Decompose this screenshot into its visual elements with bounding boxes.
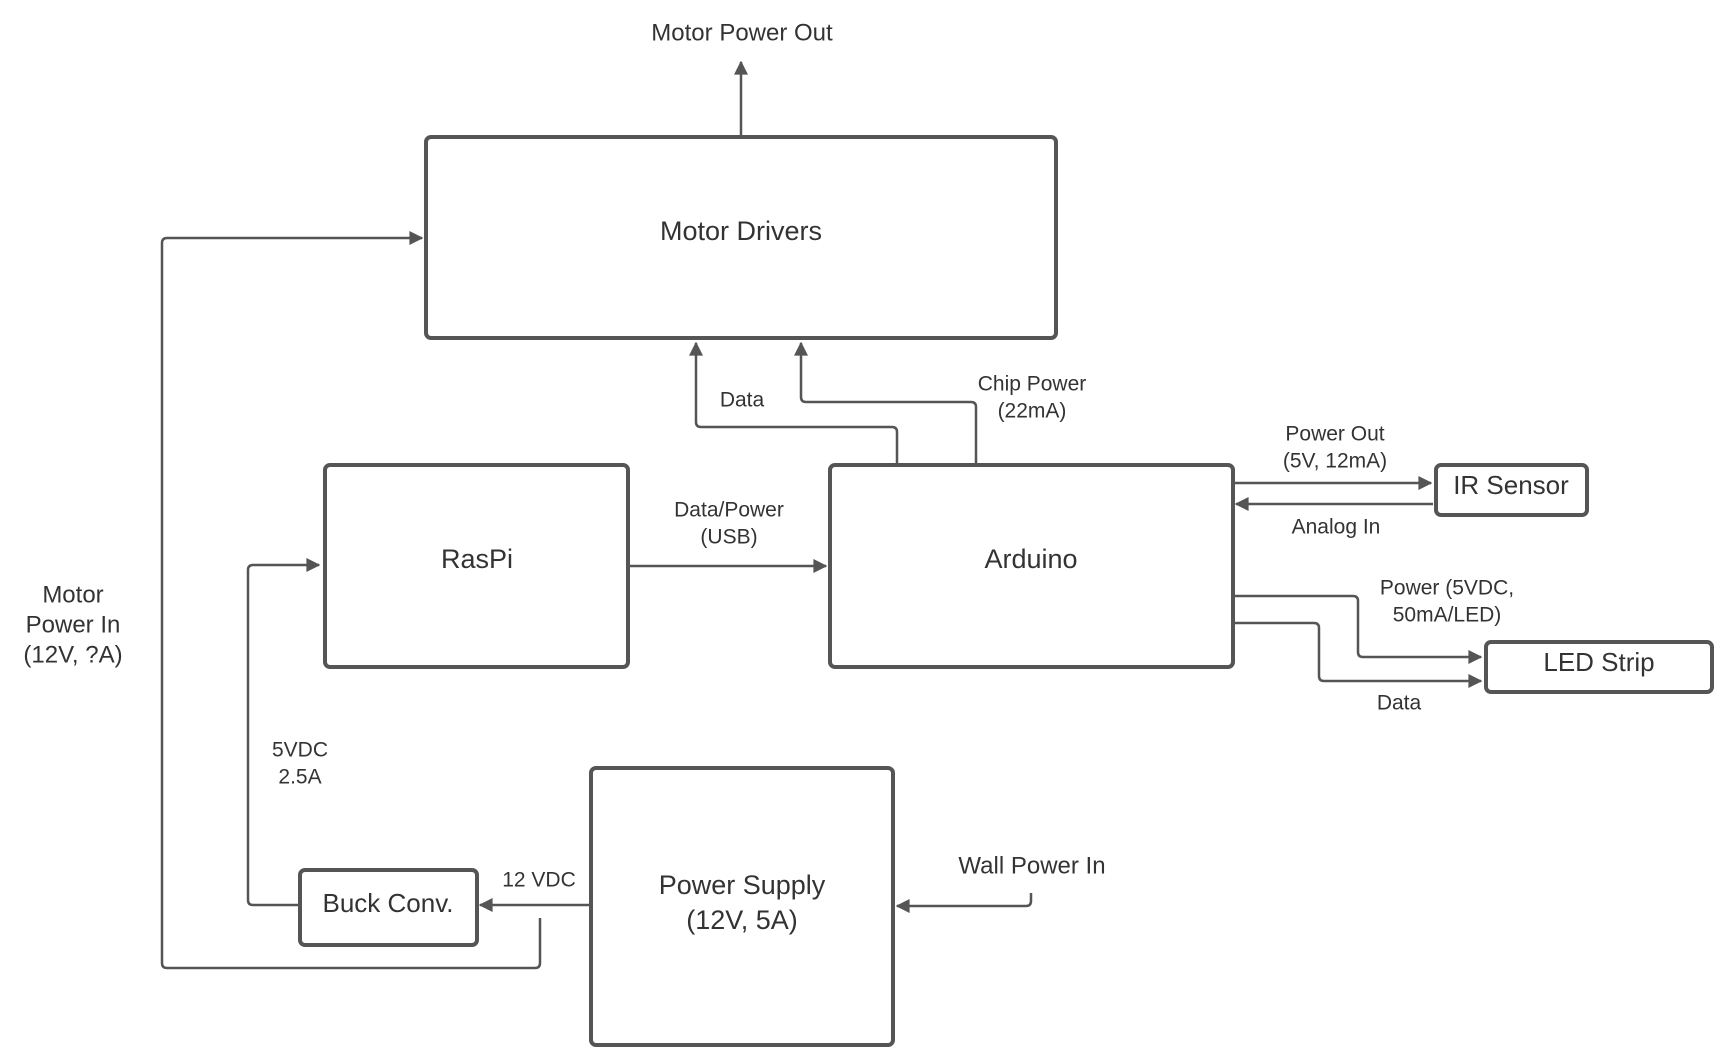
arduino-label: Arduino: [984, 544, 1077, 574]
buck-converter-label: Buck Conv.: [322, 888, 453, 918]
analog-in-label: Analog In: [1292, 516, 1381, 539]
motor-drivers-label: Motor Drivers: [660, 216, 822, 246]
power-out-label: Power Out: [1285, 423, 1384, 446]
motor-power-in-label-line2: Power In: [26, 611, 121, 638]
power-supply-rating: (12V, 5A): [686, 905, 798, 935]
chip-power-label: Chip Power: [978, 373, 1087, 396]
power-supply-label: Power Supply: [659, 870, 826, 900]
led-data-wire: [1234, 621, 1483, 688]
buck-converter-block: Buck Conv.: [298, 868, 479, 947]
wall-power-in-label: Wall Power In: [958, 852, 1105, 879]
motor-power-in-label-line1: Motor: [42, 581, 103, 608]
raspi-block: RasPi: [323, 463, 630, 669]
ir-sensor-label: IR Sensor: [1453, 470, 1569, 500]
led-data-label: Data: [1377, 692, 1422, 715]
connection-labels: Motor Power Out Data Chip Power (22mA) D…: [23, 19, 1514, 891]
connections: [160, 60, 1483, 970]
led-power-rating-label: 50mA/LED): [1393, 604, 1502, 627]
chip-power-current-label: (22mA): [998, 400, 1067, 423]
motor-drivers-block: Motor Drivers: [424, 135, 1058, 340]
wall-power-in-wire: [895, 893, 1033, 913]
data-power-label: Data/Power: [674, 499, 784, 522]
motor-power-out-label: Motor Power Out: [651, 19, 833, 46]
led-power-label: Power (5VDC,: [1380, 577, 1514, 600]
power-out-rating-label: (5V, 12mA): [1283, 450, 1387, 473]
five-vdc-current-label: 2.5A: [278, 766, 321, 789]
chip-power-wire: [794, 341, 978, 463]
ir-sensor-block: IR Sensor: [1434, 463, 1589, 517]
arduino-block: Arduino: [828, 463, 1235, 669]
five-vdc-label: 5VDC: [272, 739, 328, 762]
raspi-label: RasPi: [441, 544, 513, 574]
motor-power-in-rating-label: (12V, ?A): [23, 641, 122, 668]
data-label: Data: [720, 389, 765, 412]
power-supply-block: Power Supply (12V, 5A): [589, 766, 895, 1047]
twelve-vdc-label: 12 VDC: [502, 869, 576, 892]
five-vdc-wire: [246, 558, 321, 907]
data-to-motor-drivers-wire: [689, 341, 899, 463]
led-power-wire: [1234, 594, 1483, 664]
usb-label: (USB): [700, 526, 757, 549]
led-strip-label: LED Strip: [1543, 647, 1654, 677]
led-strip-block: LED Strip: [1484, 640, 1714, 694]
motor-power-in-wire: [160, 231, 542, 970]
